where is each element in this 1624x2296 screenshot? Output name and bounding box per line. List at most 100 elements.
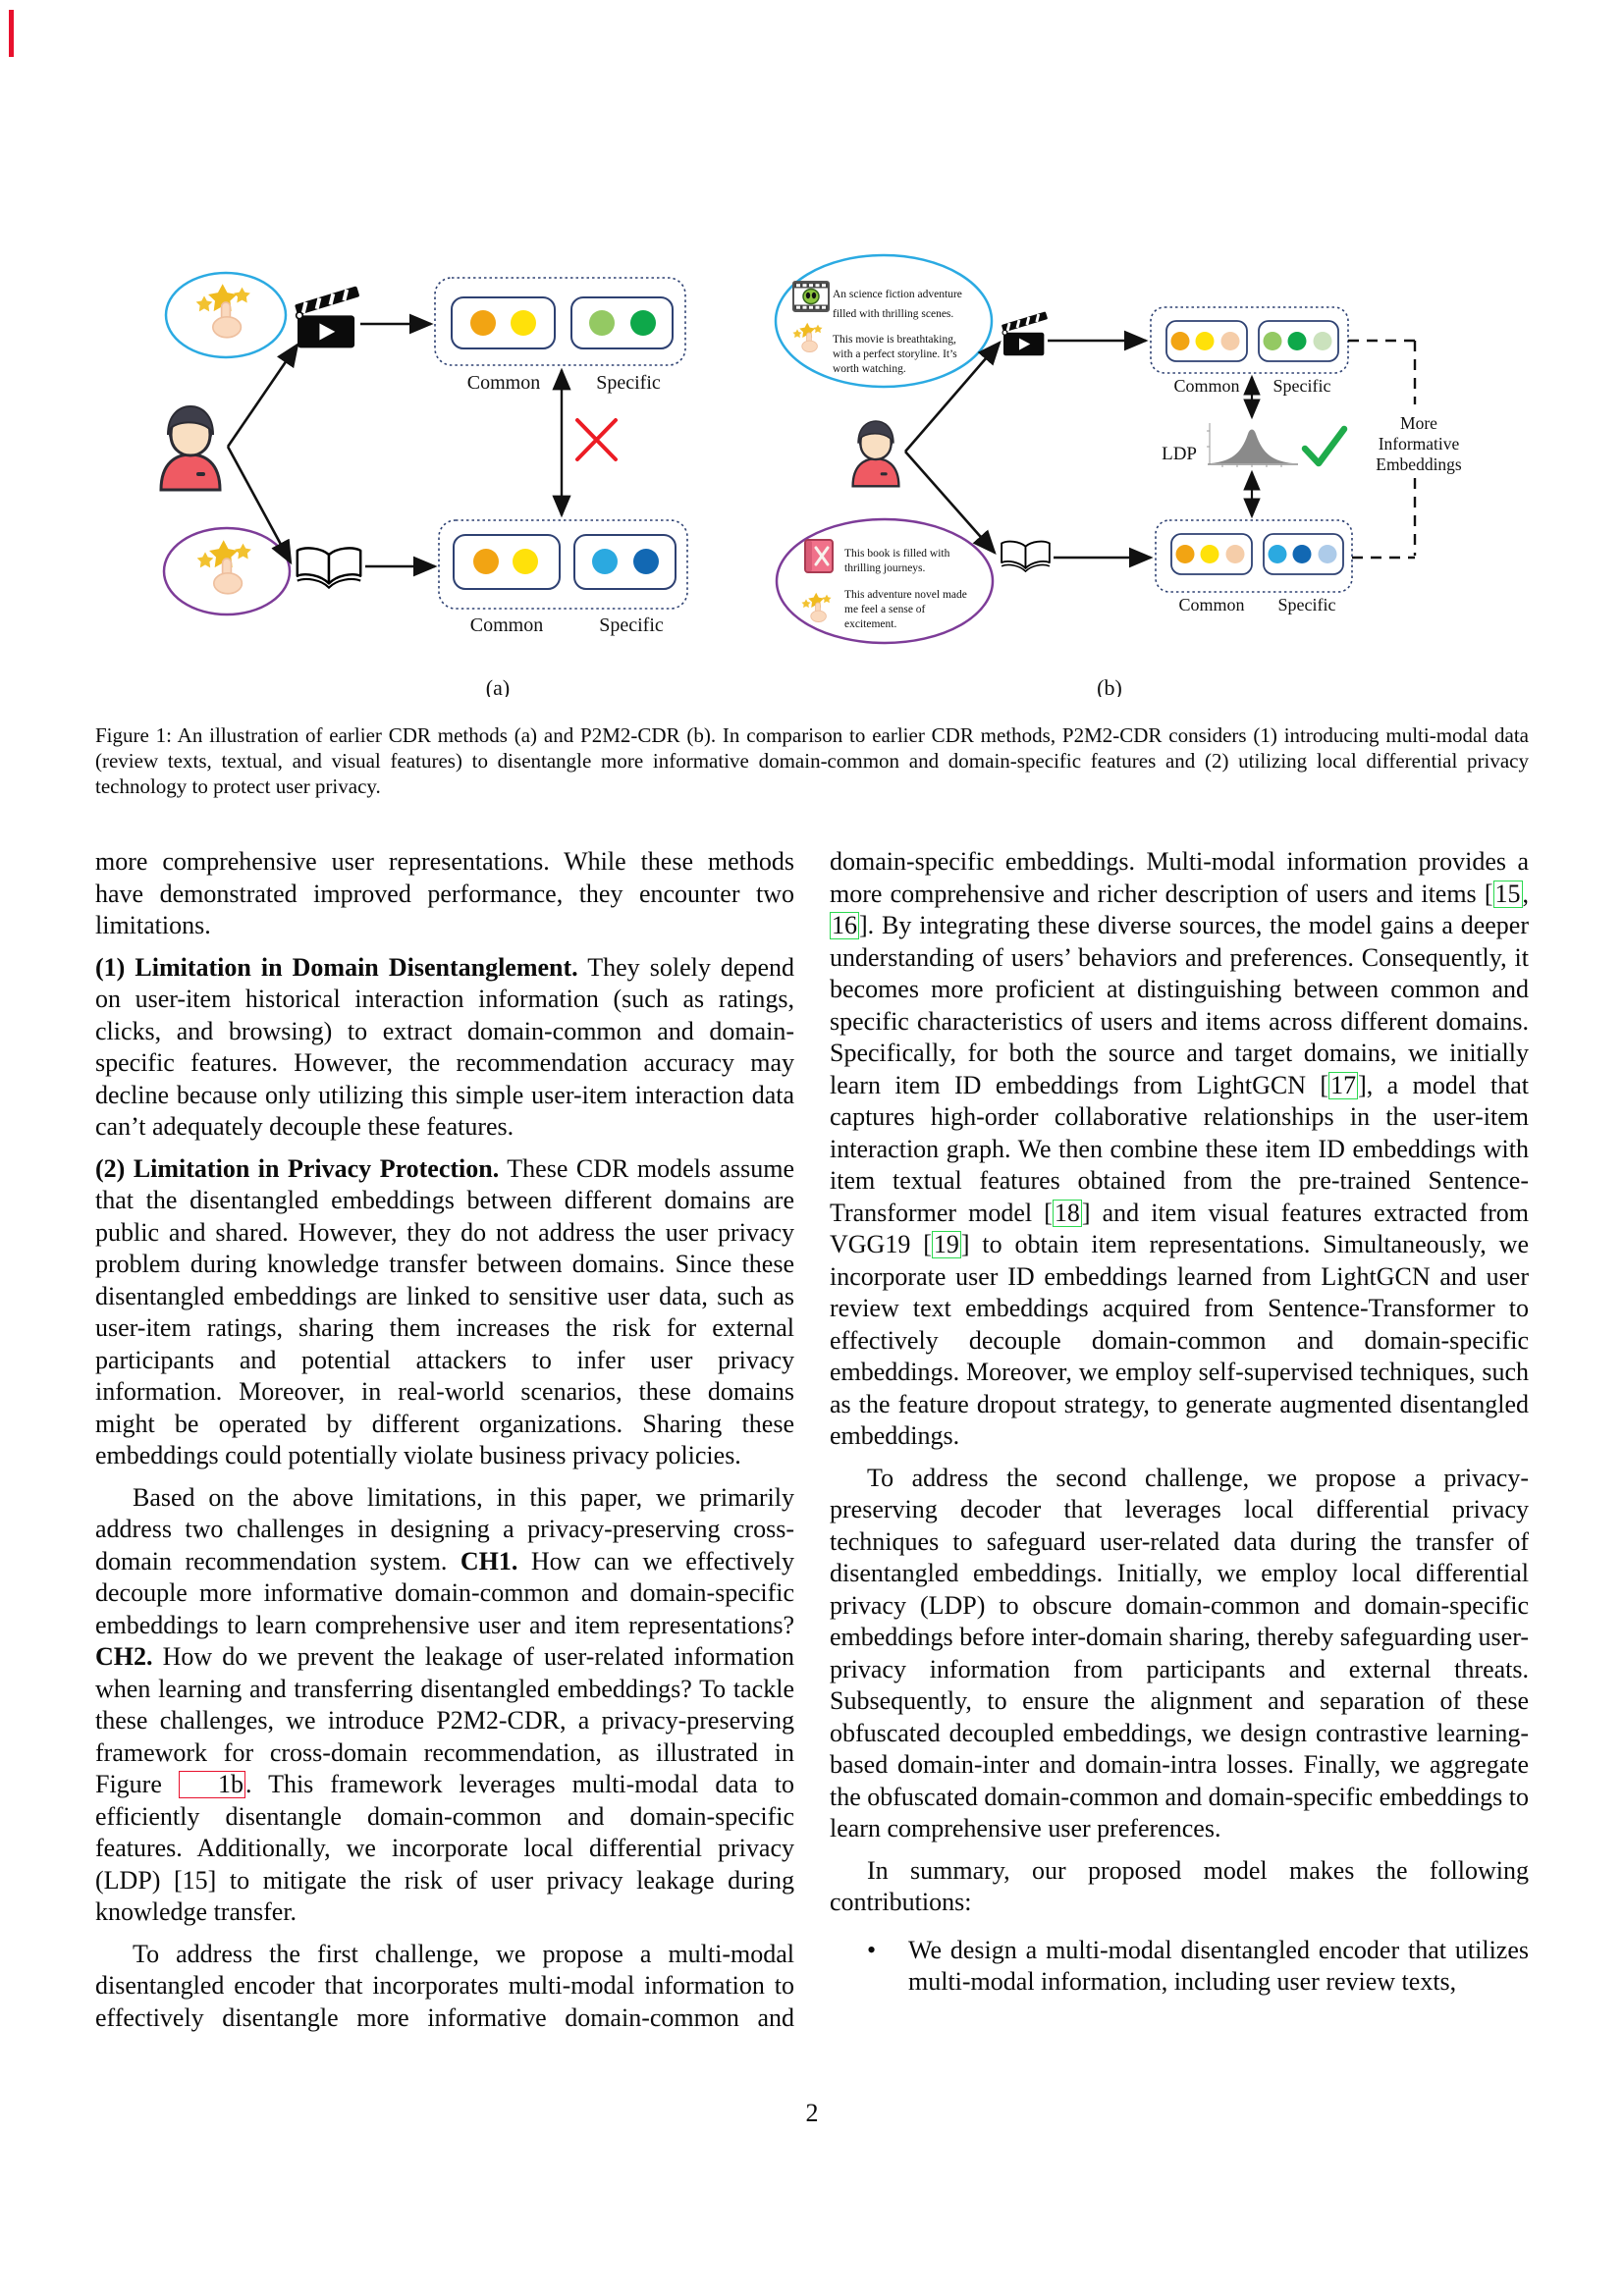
embedding-dot	[589, 310, 615, 336]
body-text: domain-specific embeddings. Multi-modal …	[830, 847, 1529, 908]
embedding-dot	[470, 310, 496, 336]
figure-caption: Figure 1: An illustration of earlier CDR…	[95, 723, 1529, 798]
more-informative-label: More	[1400, 413, 1437, 433]
paragraph: To address the second challenge, we prop…	[830, 1463, 1529, 1845]
book-domain-icon	[1001, 540, 1051, 572]
body-text: How can we effectively decouple more inf…	[95, 1546, 794, 1639]
figure-1: Common Specific Common Specific (a) An s…	[66, 162, 1558, 700]
embedding-dot	[633, 549, 659, 574]
bullet-marker: •	[867, 1935, 877, 1964]
embedding-dot	[1287, 332, 1307, 350]
embedding-dot	[1313, 332, 1332, 350]
embedding-dot	[1292, 545, 1312, 563]
cross-icon	[575, 418, 618, 461]
subfigure-a-label: (a)	[486, 675, 510, 697]
svg-text:This adventure novel made: This adventure novel made	[844, 589, 967, 601]
svg-text:This book is filled with: This book is filled with	[844, 548, 950, 560]
left-column: more comprehensive user representations.…	[95, 846, 794, 2044]
embedding-dot	[630, 310, 656, 336]
citation-link[interactable]: 18	[1052, 1198, 1082, 1227]
review-bubble-movie-b	[774, 253, 994, 389]
body-text: We design a multi-modal disentangled enc…	[908, 1935, 1529, 1997]
body-text: To address the second challenge, we prop…	[830, 1463, 1529, 1843]
subfigure-b-label: (b)	[1097, 675, 1122, 697]
specific-label: Specific	[599, 614, 664, 636]
body-text: In summary, our proposed model makes the…	[830, 1855, 1529, 1917]
body-text: ], a model that captures high-order coll…	[830, 1070, 1529, 1227]
bullet-text: We design a multi-modal disentangled enc…	[908, 1935, 1529, 1999]
body-text: These CDR models assume that the disenta…	[95, 1153, 795, 1470]
body-text: ] to obtain item representations. Simult…	[830, 1230, 1529, 1450]
svg-text:excitement.: excitement.	[844, 618, 896, 630]
common-label: Common	[467, 372, 540, 394]
bold-text: CH2.	[95, 1642, 153, 1671]
svg-text:filled with thrilling scenes.: filled with thrilling scenes.	[833, 308, 953, 320]
paragraph: Based on the above limitations, in this …	[95, 1482, 794, 1929]
embedding-dot	[1268, 545, 1287, 563]
embedding-dot	[473, 549, 499, 574]
paragraph: more comprehensive user representations.…	[95, 846, 794, 942]
bullet-item: • We design a multi-modal disentangled en…	[867, 1935, 1529, 1999]
svg-text:This movie is breathtaking,: This movie is breathtaking,	[833, 334, 956, 346]
embedding-dot	[1263, 332, 1282, 350]
embedding-dot	[1175, 545, 1195, 563]
embedding-dot	[511, 310, 536, 336]
embedding-dot	[1170, 332, 1190, 350]
svg-text:thrilling journeys.: thrilling journeys.	[844, 562, 926, 574]
svg-text:worth watching.: worth watching.	[833, 363, 906, 375]
bold-text: (2) Limitation in Privacy Protection.	[95, 1153, 500, 1183]
check-icon	[1301, 425, 1348, 467]
citation-link[interactable]: 17	[1328, 1070, 1359, 1099]
paragraph: To address the first challenge, we propo…	[95, 1939, 794, 2035]
subfigure-b: An science fiction adventure filled with…	[774, 253, 1462, 700]
user-icon	[159, 404, 222, 492]
common-label: Common	[1178, 595, 1244, 614]
citation-link[interactable]: 16	[830, 911, 859, 939]
svg-text:An science fiction adventure: An science fiction adventure	[833, 289, 962, 300]
citation-link[interactable]: 19	[931, 1230, 961, 1258]
embedding-dot	[513, 549, 538, 574]
embedding-dot	[1225, 545, 1245, 563]
adventure-book-icon	[803, 538, 835, 574]
ldp-label: LDP	[1162, 444, 1197, 464]
embedding-dot	[1200, 545, 1219, 563]
body-text: To address the first challenge, we propo…	[95, 1939, 794, 2032]
more-informative-label: Informative	[1379, 434, 1460, 454]
embedding-dot	[1195, 332, 1215, 350]
paragraph: (1) Limitation in Domain Disentanglement…	[95, 952, 794, 1144]
specific-label: Specific	[1273, 376, 1331, 396]
right-column: domain-specific embeddings. Multi-modal …	[830, 846, 1529, 1999]
user-icon	[851, 419, 900, 488]
subfigure-a: Common Specific Common Specific (a)	[159, 271, 688, 700]
specific-label: Specific	[1278, 595, 1336, 614]
paragraph: (2) Limitation in Privacy Protection. Th…	[95, 1153, 794, 1472]
body-text: They solely depend on user-item historic…	[95, 952, 794, 1142]
bold-text: CH1.	[460, 1546, 518, 1575]
paragraph: In summary, our proposed model makes the…	[830, 1855, 1529, 1919]
margin-artifact	[9, 10, 14, 57]
laplace-distribution	[1211, 429, 1293, 463]
body-text: ,	[1522, 879, 1530, 908]
paragraph: domain-specific embeddings. Multi-modal …	[830, 846, 1529, 1453]
embedding-dot	[1220, 332, 1240, 350]
movie-frame-icon	[792, 281, 830, 312]
body-text: ]. By integrating these diverse sources,…	[830, 911, 1529, 1099]
movie-domain-icon	[1000, 309, 1050, 357]
body-text: more comprehensive user representations.…	[95, 847, 794, 939]
body-text: . This framework leverages multi-modal d…	[95, 1770, 794, 1926]
body-text: ] and item visual features extracted fro…	[830, 1198, 1529, 1259]
body-text: How do we prevent the leakage of user-re…	[95, 1642, 794, 1798]
specific-label: Specific	[596, 372, 661, 394]
bold-text: (1) Limitation in Domain Disentanglement…	[95, 952, 578, 982]
page-number: 2	[805, 2099, 819, 2127]
figure-reference-link[interactable]: 1b	[178, 1771, 245, 1798]
movie-domain-icon	[293, 284, 362, 350]
book-domain-icon	[296, 547, 362, 589]
svg-text:me feel a sense of: me feel a sense of	[844, 604, 926, 615]
embedding-dot	[1318, 545, 1337, 563]
body-text: Based on the above limitations, in this …	[95, 1482, 794, 1575]
more-informative-label: Embeddings	[1376, 454, 1462, 474]
embedding-dot	[592, 549, 618, 574]
citation-link[interactable]: 15	[1492, 879, 1523, 908]
